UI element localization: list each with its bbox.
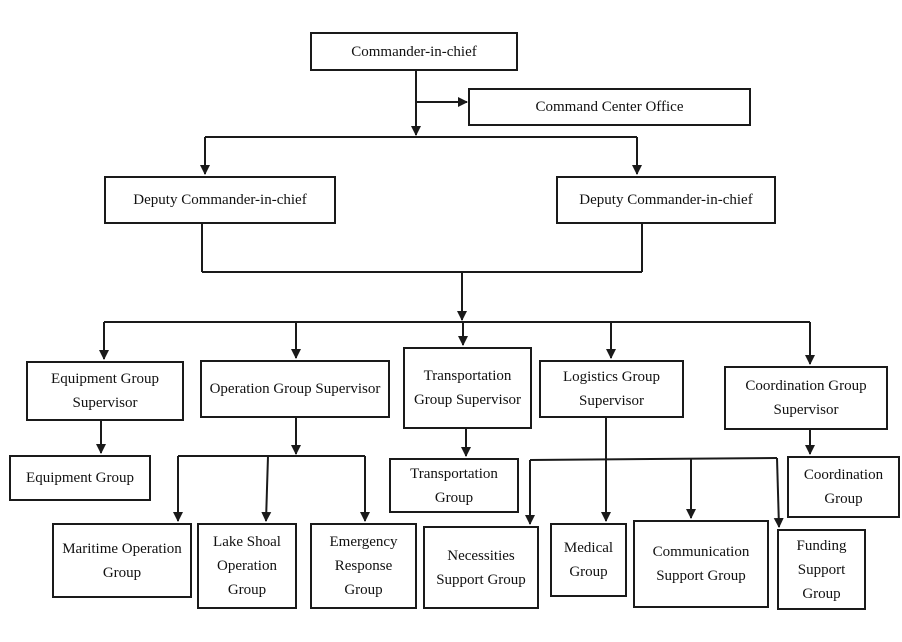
node-coordination-group: Coordination Group [787,456,900,518]
connector-arrow-19 [261,455,272,522]
node-coordination-supervisor-label: Coordination Group Supervisor [745,378,867,418]
node-medical-label: Medical Group [563,540,614,580]
node-deputy-left: Deputy Commander-in-chief [104,176,336,224]
node-deputy-left-label: Deputy Commander-in-chief [133,192,307,208]
node-transportation-group: Transportation Group [389,458,519,513]
node-logistics-supervisor: Logistics Group Supervisor [539,360,684,418]
node-lake-shoal-label: Lake Shoal Operation Group [213,534,281,598]
node-transportation-supervisor: Transportation Group Supervisor [403,347,532,429]
node-communication-support-group: Communication Support Group [633,520,769,608]
node-necessities-support-group: Necessities Support Group [423,526,539,609]
node-transportation-supervisor-label: Transportation Group Supervisor [413,368,522,408]
node-funding-support-group: Funding Support Group [777,529,866,610]
connector-line-23 [529,457,778,461]
node-deputy-right: Deputy Commander-in-chief [556,176,776,224]
node-operation-supervisor-label: Operation Group Supervisor [209,381,381,397]
node-lake-shoal-operation-group: Lake Shoal Operation Group [197,523,297,609]
node-command-center-office: Command Center Office [468,88,751,126]
node-equipment-supervisor-label: Equipment Group Supervisor [51,371,159,411]
node-communication-label: Communication Support Group [652,544,750,584]
node-equipment-group: Equipment Group [9,455,151,501]
node-emergency-label: Emergency Response Group [329,534,398,598]
node-funding-label: Funding Support Group [796,537,847,602]
node-equipment-group-label: Equipment Group [26,470,134,486]
node-equipment-supervisor: Equipment Group Supervisor [26,361,184,421]
node-coordination-supervisor: Coordination Group Supervisor [724,366,888,430]
node-coordination-group-label: Coordination Group [803,467,884,507]
node-emergency-response-group: Emergency Response Group [310,523,417,609]
node-maritime-label: Maritime Operation Group [62,540,182,581]
node-deputy-right-label: Deputy Commander-in-chief [579,192,753,208]
node-transportation-group-label: Transportation Group [410,465,498,506]
node-logistics-supervisor-label: Logistics Group Supervisor [562,369,661,409]
node-command-center-label: Command Center Office [535,99,684,115]
connector-arrow-27 [773,457,784,528]
node-necessities-label: Necessities Support Group [436,547,526,588]
node-medical-group: Medical Group [550,523,627,597]
node-maritime-operation-group: Maritime Operation Group [52,523,192,598]
node-operation-supervisor: Operation Group Supervisor [200,360,390,418]
node-commander: Commander-in-chief [310,32,518,71]
node-commander-label: Commander-in-chief [351,43,477,60]
